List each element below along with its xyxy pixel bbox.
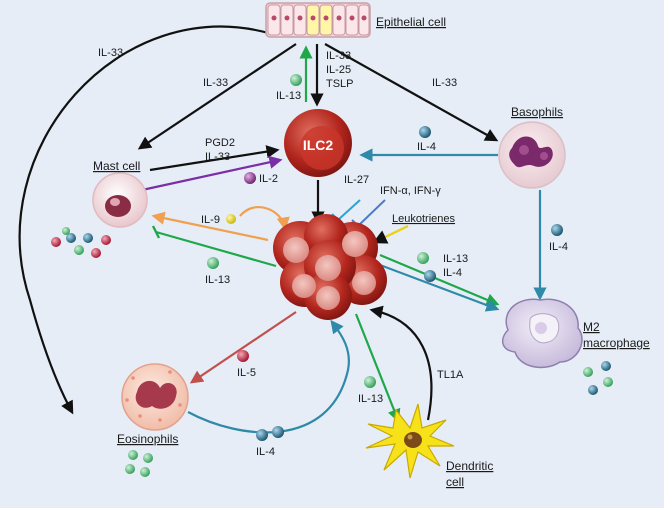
label-dc-il13: IL-13 bbox=[358, 393, 383, 405]
label-ilc2: ILC2 bbox=[303, 137, 334, 153]
label-epi-tslp: TSLP bbox=[326, 78, 354, 90]
arrow-il2-to-ilc2 bbox=[141, 155, 283, 192]
label-epi-il33: IL-33 bbox=[326, 50, 351, 62]
label-mast-il33: IL-33 bbox=[205, 151, 230, 163]
label-basophils: Basophils bbox=[511, 105, 563, 119]
label-il33-curve: IL-33 bbox=[98, 47, 123, 59]
label-il13-up: IL-13 bbox=[276, 90, 301, 102]
arrow-il4-to-m2 bbox=[379, 263, 500, 312]
label-dendritic-cell: cell bbox=[446, 475, 464, 489]
arrow-il9-autocrine bbox=[239, 206, 290, 231]
label-eosinophils: Eosinophils bbox=[117, 432, 178, 446]
mast-granules bbox=[51, 227, 111, 258]
label-il33-right: IL-33 bbox=[432, 77, 457, 89]
cytokine-dc-green-ball bbox=[364, 376, 376, 388]
label-m2-il4: IL-4 bbox=[443, 267, 462, 279]
label-m2-il13: IL-13 bbox=[443, 253, 468, 265]
m2-macrophage-cell bbox=[501, 298, 583, 369]
label-epi-il25: IL-25 bbox=[326, 64, 351, 76]
label-il9: IL-9 bbox=[201, 214, 220, 226]
label-mast-cell: Mast cell bbox=[93, 159, 140, 173]
arrow-il13-to-dendritic bbox=[354, 313, 401, 423]
arrow-il33-epithelium-to-eosinophils bbox=[18, 25, 273, 415]
dendritic-cell bbox=[365, 403, 455, 479]
label-eos-il4: IL-4 bbox=[256, 446, 275, 458]
arrow-il33-to-basophils bbox=[324, 43, 499, 142]
inhibit-il13-mast bbox=[155, 230, 277, 268]
label-m2: M2 bbox=[583, 320, 600, 334]
label-il2: IL-2 bbox=[259, 173, 278, 185]
label-il33-left: IL-33 bbox=[203, 77, 228, 89]
label-tl1a: TL1A bbox=[437, 369, 464, 381]
label-dendritic: Dendritic bbox=[446, 459, 493, 473]
label-il27: IL-27 bbox=[344, 174, 369, 186]
cytokine-eos-teal-ball-2 bbox=[272, 426, 284, 438]
eosinophil-cell bbox=[121, 363, 189, 431]
epithelial-cell-layer bbox=[265, 2, 371, 38]
arrow-il13-to-m2 bbox=[379, 253, 500, 307]
arrow-leukotrienes bbox=[372, 224, 409, 244]
arrow-il5-to-eosinophils bbox=[189, 311, 297, 384]
label-ifn: IFN-α, IFN-γ bbox=[380, 185, 441, 197]
arrow-il4-eosinophils-to-cluster bbox=[187, 319, 350, 434]
arrow-tl1a-to-cluster bbox=[369, 305, 433, 421]
cytokine-il4-teal-ball bbox=[419, 126, 431, 138]
label-baso-il4: IL-4 bbox=[417, 141, 436, 153]
arrow-mast-to-ilc2 bbox=[149, 145, 280, 172]
label-macrophage: macrophage bbox=[583, 336, 650, 350]
label-mast-il13: IL-13 bbox=[205, 274, 230, 286]
arrow-il33-to-mast bbox=[137, 43, 297, 150]
cytokine-il4-teal-ball-baso bbox=[551, 224, 563, 236]
cytokine-m2-teal-ball bbox=[424, 270, 436, 282]
basophil-cell bbox=[498, 121, 566, 189]
cytokine-m2-green-ball bbox=[417, 252, 429, 264]
label-epithelial-cell: Epithelial cell bbox=[376, 15, 446, 29]
label-leukotrienes: Leukotrienes bbox=[392, 213, 455, 225]
label-pgd2: PGD2 bbox=[205, 137, 235, 149]
cytokine-il2-purple-ball bbox=[244, 172, 256, 184]
inhibit-il27 bbox=[337, 199, 361, 221]
cytokine-eos-teal-ball-1 bbox=[256, 429, 268, 441]
m2-cytokines bbox=[583, 361, 613, 395]
label-baso-m2-il4: IL-4 bbox=[549, 241, 568, 253]
label-il5: IL-5 bbox=[237, 367, 256, 379]
cytokine-il13-green-ball bbox=[290, 74, 302, 86]
ilc2-cell bbox=[284, 109, 352, 177]
cytokine-il5-red-ball bbox=[237, 350, 249, 362]
cytokine-il9-yellow-ball bbox=[226, 214, 236, 224]
cytokine-il13-green-ball-mast bbox=[207, 257, 219, 269]
ilc2-cluster bbox=[273, 214, 387, 320]
mast-cell bbox=[92, 172, 148, 228]
arrow-il9-to-mast bbox=[151, 211, 269, 242]
inhibit-ifn bbox=[357, 199, 386, 227]
eosinophil-cytokines bbox=[125, 450, 153, 477]
